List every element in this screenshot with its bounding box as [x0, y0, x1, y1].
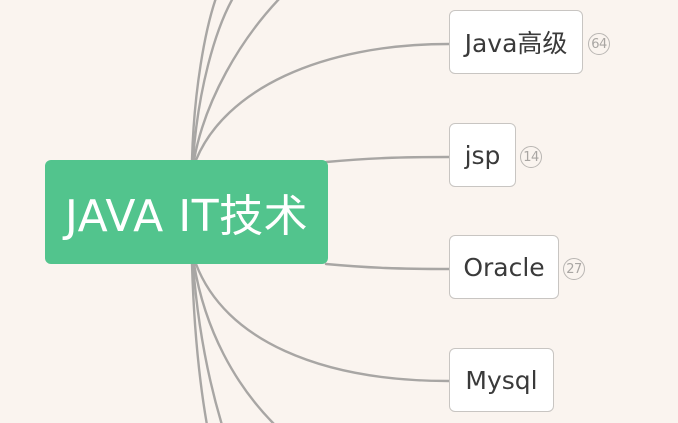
connector-offscreen-top-3 [192, 0, 280, 162]
topic-label: Mysql [465, 365, 538, 395]
topic-count-badge[interactable]: 64 [588, 33, 610, 55]
topic-label: Oracle [463, 252, 545, 282]
connector-offscreen-top-2 [191, 0, 234, 162]
connector-mysql [194, 262, 451, 383]
root-topic[interactable]: JAVA IT技术 [45, 160, 328, 264]
connector-offscreen-top-1 [190, 0, 217, 162]
topic-label: jsp [464, 140, 501, 170]
connector-java-advanced [194, 42, 451, 162]
topic-count-badge[interactable]: 27 [563, 258, 585, 280]
connector-jsp [324, 155, 451, 164]
connector-offscreen-bottom-2 [191, 262, 223, 423]
root-topic-label: JAVA IT技术 [64, 191, 309, 242]
topic-oracle[interactable]: Oracle [449, 235, 559, 299]
connector-offscreen-bottom-1 [192, 262, 275, 423]
connector-oracle [324, 262, 451, 271]
topic-count-badge[interactable]: 14 [520, 146, 542, 168]
topic-java-advanced[interactable]: Java高级 [449, 10, 583, 74]
topic-mysql[interactable]: Mysql [449, 348, 554, 412]
topic-jsp[interactable]: jsp [449, 123, 516, 187]
topic-label: Java高级 [464, 29, 568, 58]
connector-offscreen-bottom-3 [190, 262, 208, 423]
